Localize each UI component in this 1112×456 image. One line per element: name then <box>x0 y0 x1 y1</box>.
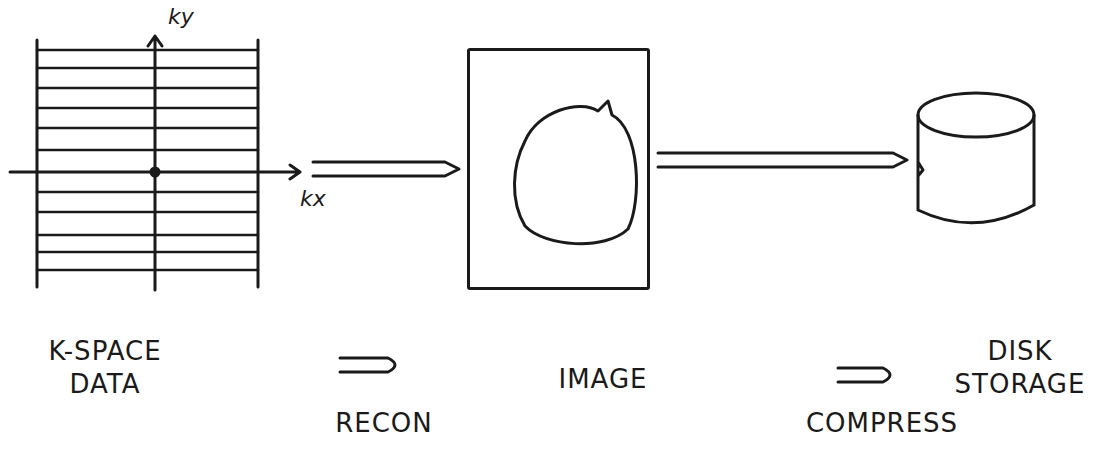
kspace-grid: K-SPACE DATA <box>10 30 305 292</box>
double-arrow <box>340 358 395 372</box>
node-drawing <box>915 90 1037 230</box>
ky-axis <box>148 36 162 290</box>
kspace-line <box>37 67 258 70</box>
edge-label: RECON <box>333 408 435 438</box>
disk-body <box>918 115 1034 223</box>
grid-edge <box>36 40 39 287</box>
node-drawing <box>10 30 305 292</box>
kspace-line <box>37 49 258 52</box>
kspace-line <box>37 191 258 194</box>
double-arrow <box>313 162 459 176</box>
kspace-line <box>37 251 258 254</box>
image-box: IMAGE <box>467 48 650 290</box>
kspace-line <box>37 107 258 110</box>
node-caption: IMAGE <box>528 363 678 396</box>
edge-label: COMPRESS <box>804 408 960 438</box>
double-arrow <box>658 153 907 167</box>
axis-label: kx <box>300 186 326 211</box>
anatomy-blob <box>514 101 636 244</box>
node-drawing <box>470 51 653 293</box>
kspace-line <box>37 149 258 152</box>
origin-dot <box>151 168 159 176</box>
kspace-line <box>37 87 258 90</box>
disk-cylinder: DISK STORAGE <box>915 90 1037 230</box>
node-caption: K-SPACE DATA <box>30 335 180 400</box>
node-caption: DISK STORAGE <box>935 335 1105 400</box>
grid-edge <box>257 40 260 287</box>
double-arrow <box>838 368 890 382</box>
kspace-line <box>37 269 258 272</box>
kspace-line <box>37 211 258 214</box>
kx-axis <box>10 165 300 179</box>
axis-label: ky <box>168 4 194 29</box>
kspace-line <box>37 127 258 130</box>
disk-top <box>918 93 1034 137</box>
kspace-line <box>37 234 258 237</box>
